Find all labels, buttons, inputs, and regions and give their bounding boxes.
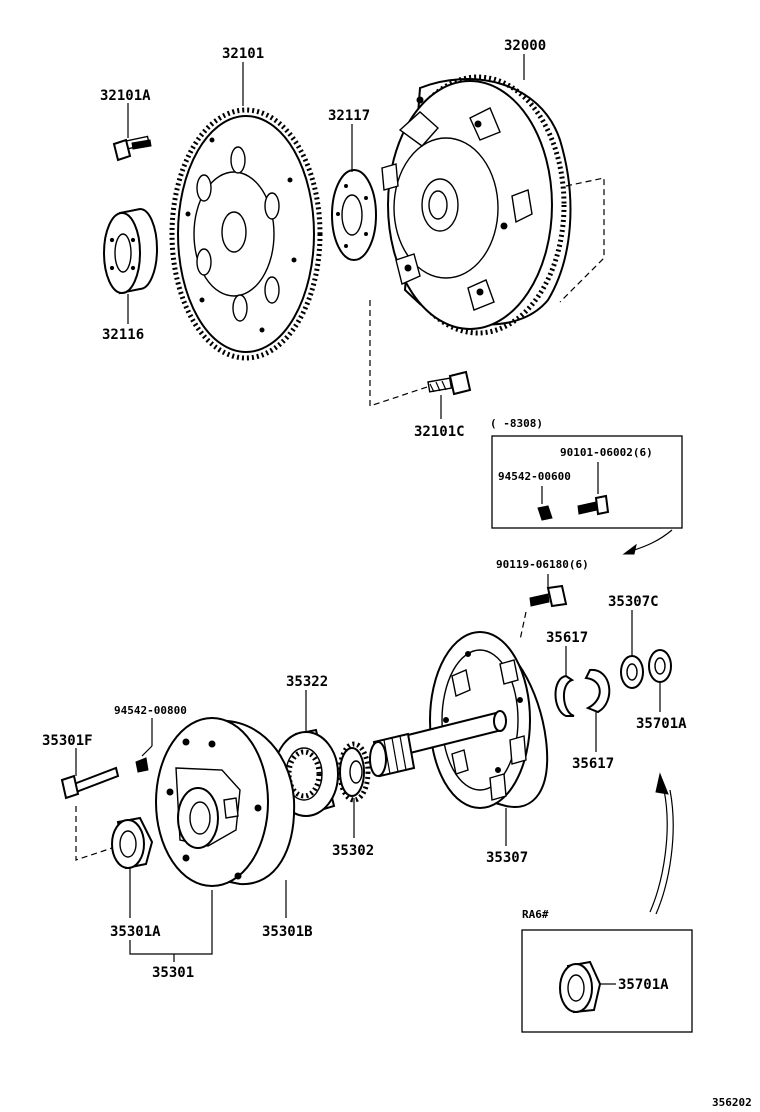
- label-32101A: 32101A: [100, 88, 151, 104]
- washer-94542-00800: [135, 757, 149, 773]
- box-early-bolts: [491, 435, 683, 529]
- bearing-35307C: [620, 655, 644, 689]
- label-35301B: 35301B: [262, 924, 313, 940]
- diagram-code: 356202: [712, 1096, 752, 1109]
- label-35302: 35302: [332, 843, 374, 859]
- bolt-32101A: [112, 135, 152, 162]
- spacer-32116: [103, 207, 158, 295]
- arrowhead-ra6: [655, 772, 669, 795]
- shaft-35307: [369, 710, 507, 778]
- label-35701A-variant: 35701A: [618, 977, 669, 993]
- label-32101: 32101: [222, 46, 264, 62]
- label-32101C: 32101C: [414, 424, 465, 440]
- arrow-to-ra6-outline: [655, 789, 674, 915]
- label-35301: 35301: [152, 965, 194, 981]
- snap-ring-35617-a: [554, 674, 575, 717]
- arrow-to-ra6: [649, 789, 668, 913]
- label-32117: 32117: [328, 108, 370, 124]
- guide-line-32101C: [369, 300, 431, 407]
- label-35307C: 35307C: [608, 594, 659, 610]
- label-range-note: ( -8308): [490, 417, 543, 430]
- bolt-35301F: [60, 766, 120, 800]
- label-35301A: 35301A: [110, 924, 161, 940]
- label-90101-06002: 90101-06002(6): [560, 446, 653, 459]
- label-94542-00600: 94542-00600: [498, 470, 571, 483]
- seal-35701A: [648, 649, 672, 683]
- label-35301F: 35301F: [42, 733, 93, 749]
- bolt-90101-06002: [577, 494, 610, 516]
- label-90119-06180: 90119-06180(6): [496, 558, 589, 571]
- leader-94542-800-tip: [141, 745, 153, 757]
- label-32000: 32000: [504, 38, 546, 54]
- arrowhead-to-35307: [622, 543, 637, 555]
- label-35322: 35322: [286, 674, 328, 690]
- label-32116: 32116: [102, 327, 144, 343]
- seal-35301A: [111, 816, 154, 870]
- plate-32117: [331, 169, 377, 261]
- box-ra6-variant: [521, 929, 693, 1033]
- oil-pump-body-35301: [155, 717, 296, 887]
- bolt-90119-06180: [529, 584, 568, 608]
- pump-gear-35302: [337, 741, 371, 803]
- guide-line-90119: [519, 611, 527, 641]
- label-35701A: 35701A: [636, 716, 687, 732]
- label-ra6: RA6#: [522, 908, 549, 921]
- label-94542-00800: 94542-00800: [114, 704, 187, 717]
- washer-94542-00600: [537, 505, 553, 521]
- torque-converter-32000: [381, 74, 572, 336]
- drive-plate-32101: [169, 107, 323, 361]
- guide-line-35301F: [75, 806, 113, 861]
- label-35617-b: 35617: [572, 756, 614, 772]
- bracket-35301: [129, 890, 213, 955]
- snap-ring-35617-b: [584, 668, 611, 714]
- label-35617-a: 35617: [546, 630, 588, 646]
- bolt-32101C: [427, 370, 472, 396]
- label-35307: 35307: [486, 850, 528, 866]
- seal-35701A-variant: [559, 960, 602, 1014]
